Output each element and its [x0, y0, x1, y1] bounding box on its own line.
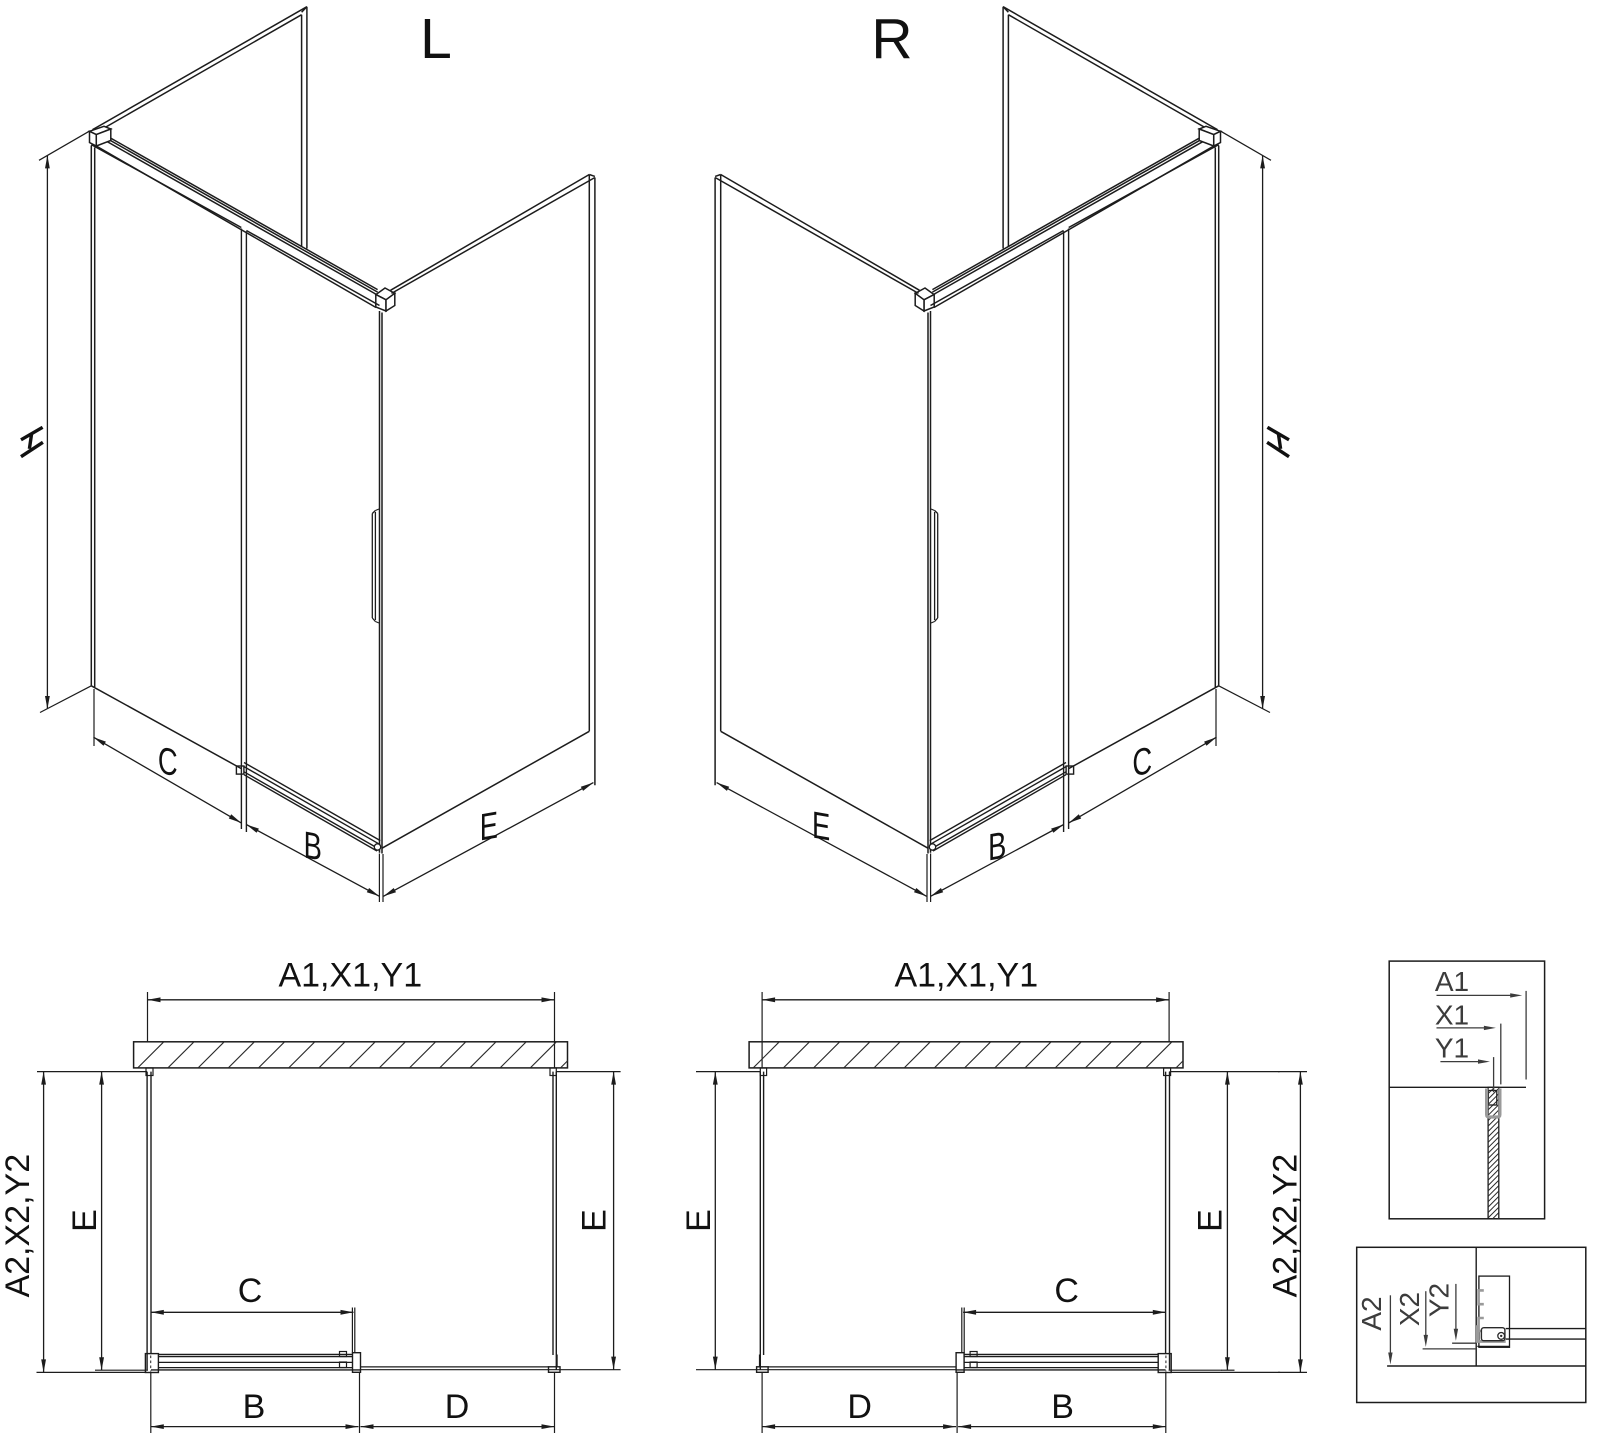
svg-text:D: D [847, 1388, 872, 1426]
svg-text:B: B [304, 824, 322, 869]
svg-text:A2,X2,Y2: A2,X2,Y2 [0, 1154, 37, 1298]
svg-text:E: E [66, 1209, 104, 1232]
svg-text:D: D [445, 1388, 470, 1426]
svg-text:E: E [812, 804, 830, 849]
svg-text:C: C [1132, 740, 1152, 786]
svg-text:A1,X1,Y1: A1,X1,Y1 [894, 956, 1038, 994]
svg-text:C: C [1054, 1272, 1079, 1310]
svg-text:A1,X1,Y1: A1,X1,Y1 [278, 956, 422, 994]
svg-text:C: C [158, 740, 178, 786]
svg-text:E: E [1191, 1209, 1229, 1232]
svg-text:Y2: Y2 [1424, 1283, 1455, 1317]
svg-text:L: L [420, 7, 452, 71]
svg-text:B: B [988, 824, 1006, 869]
svg-text:A2: A2 [1356, 1296, 1387, 1330]
svg-text:E: E [480, 804, 498, 849]
svg-text:R: R [871, 7, 912, 71]
svg-text:X1: X1 [1435, 1000, 1469, 1031]
svg-text:Y1: Y1 [1435, 1033, 1469, 1064]
svg-text:C: C [238, 1272, 263, 1310]
svg-text:A2,X2,Y2: A2,X2,Y2 [1267, 1154, 1305, 1298]
svg-text:X2: X2 [1394, 1292, 1425, 1326]
svg-text:E: E [576, 1209, 614, 1232]
svg-text:B: B [243, 1388, 266, 1426]
svg-text:A1: A1 [1435, 966, 1469, 997]
svg-text:E: E [680, 1209, 718, 1232]
svg-text:B: B [1051, 1388, 1074, 1426]
